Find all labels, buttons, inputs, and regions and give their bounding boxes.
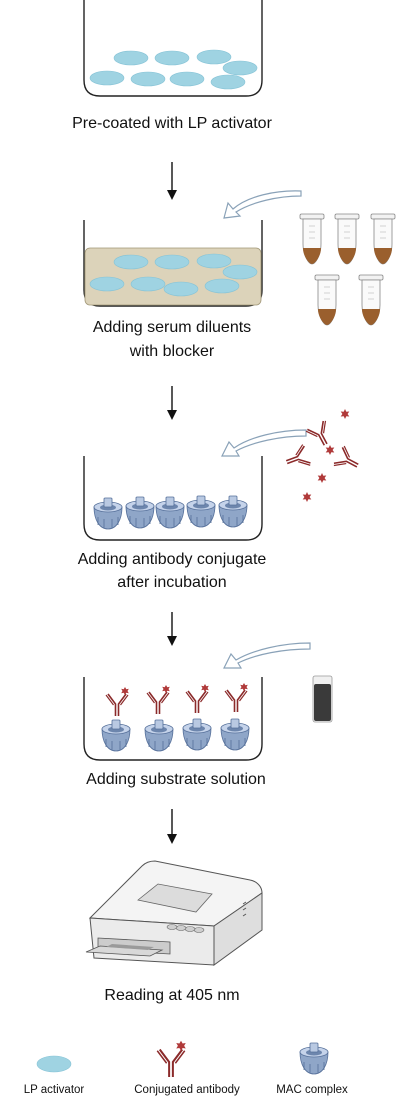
step-5-label: Reading at 405 nm [104, 987, 239, 1004]
substrate-tube-icon [312, 675, 333, 723]
mac-complex-icon [299, 1042, 329, 1075]
legend-label-mac-complex: MAC complex [276, 1084, 348, 1096]
step-3-label-line2: after incubation [117, 574, 226, 591]
legend: LP activator Conjugated antibody MAC com… [24, 1039, 348, 1096]
step-4-well [83, 677, 263, 761]
down-arrow-2 [167, 386, 177, 420]
down-arrow-3 [167, 612, 177, 646]
step-3-label-line1: Adding antibody conjugate [78, 551, 267, 568]
step-1-well [83, 0, 263, 97]
curved-arrow-2 [223, 190, 302, 219]
step-1-label: Pre-coated with LP activator [72, 115, 272, 132]
loose-antibodies-icon [282, 409, 364, 502]
step-3-well [83, 456, 263, 541]
microplate-reader-icon [85, 860, 263, 966]
lp-activator-ellipse-icon [36, 1055, 72, 1073]
curved-arrow-3 [221, 429, 307, 457]
conjugated-antibody-icon [156, 1039, 187, 1078]
step-2-label-line2: with blocker [129, 343, 215, 360]
down-arrow-1 [167, 162, 177, 200]
legend-label-lp-activator: LP activator [24, 1084, 85, 1096]
step-2-label-line1: Adding serum diluents [93, 319, 251, 336]
sample-tubes-icon [299, 213, 396, 326]
down-arrow-4 [167, 809, 177, 844]
step-2-well [83, 220, 263, 307]
step-4-label: Adding substrate solution [86, 771, 266, 788]
curved-arrow-4 [223, 642, 311, 669]
legend-label-conjugated-antibody: Conjugated antibody [134, 1084, 240, 1096]
